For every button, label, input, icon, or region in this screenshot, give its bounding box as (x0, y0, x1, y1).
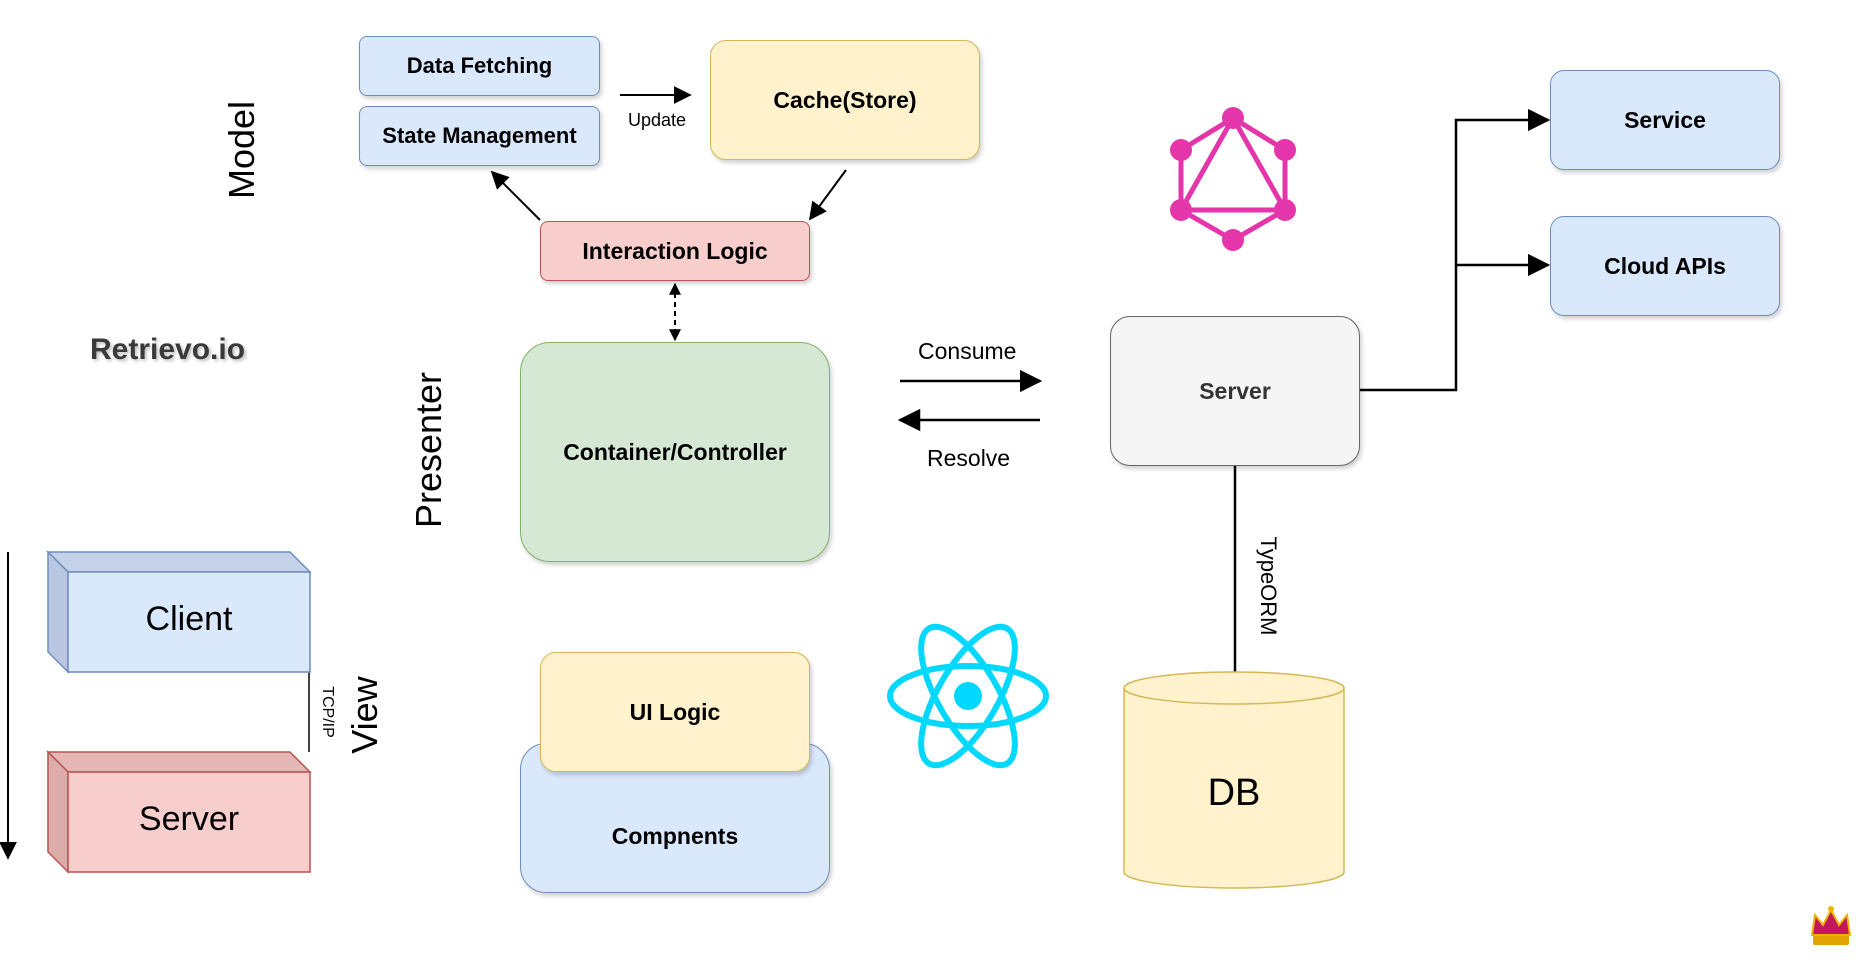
view-layer-label: View (344, 676, 385, 754)
container-controller-box: Container/Controller (520, 342, 830, 562)
resolve-label: Resolve (927, 445, 1011, 471)
react-icon (887, 623, 1049, 769)
state-management-label: State Management (382, 123, 577, 148)
presenter-layer-label: Presenter (408, 371, 449, 529)
crown-icon (1810, 906, 1852, 945)
update-label: Update (628, 110, 687, 130)
ui-logic-box: UI Logic (540, 652, 810, 772)
cache-to-interaction-arrow (808, 169, 847, 221)
typeorm-label: TypeORM (1256, 536, 1281, 636)
container-controller-label: Container/Controller (563, 438, 787, 465)
components-label: Compnents (611, 822, 739, 849)
cloud-apis-box: Cloud APIs (1550, 216, 1780, 316)
data-fetching-box: Data Fetching (359, 36, 600, 96)
cache-store-label: Cache(Store) (773, 86, 917, 113)
server-to-service-arrow (1360, 108, 1551, 392)
state-management-box: State Management (359, 106, 600, 166)
interaction-logic-box: Interaction Logic (540, 221, 810, 281)
view-server-box (46, 750, 312, 874)
service-label: Service (1624, 106, 1706, 133)
cache-store-box: Cache(Store) (710, 40, 980, 160)
interaction-to-state-arrow (490, 170, 541, 221)
graphql-icon (1170, 107, 1296, 251)
data-fetching-label: Data Fetching (406, 53, 553, 78)
tcpip-label: TCP/IP (319, 686, 336, 738)
db-label: DB (1207, 772, 1261, 814)
backend-server-label: Server (1199, 377, 1271, 404)
client-box (46, 550, 312, 674)
consume-label: Consume (918, 338, 1017, 364)
service-box: Service (1550, 70, 1780, 170)
model-layer-label: Model (221, 100, 262, 200)
ui-logic-label: UI Logic (629, 698, 721, 725)
db-cylinder (1123, 671, 1345, 889)
client-label: Client (145, 600, 233, 638)
interaction-logic-label: Interaction Logic (582, 237, 768, 264)
cloud-apis-label: Cloud APIs (1604, 252, 1726, 279)
brand-label: Retrievo.io (90, 333, 246, 366)
view-server-label: Server (138, 800, 240, 838)
backend-server-box: Server (1110, 316, 1360, 466)
